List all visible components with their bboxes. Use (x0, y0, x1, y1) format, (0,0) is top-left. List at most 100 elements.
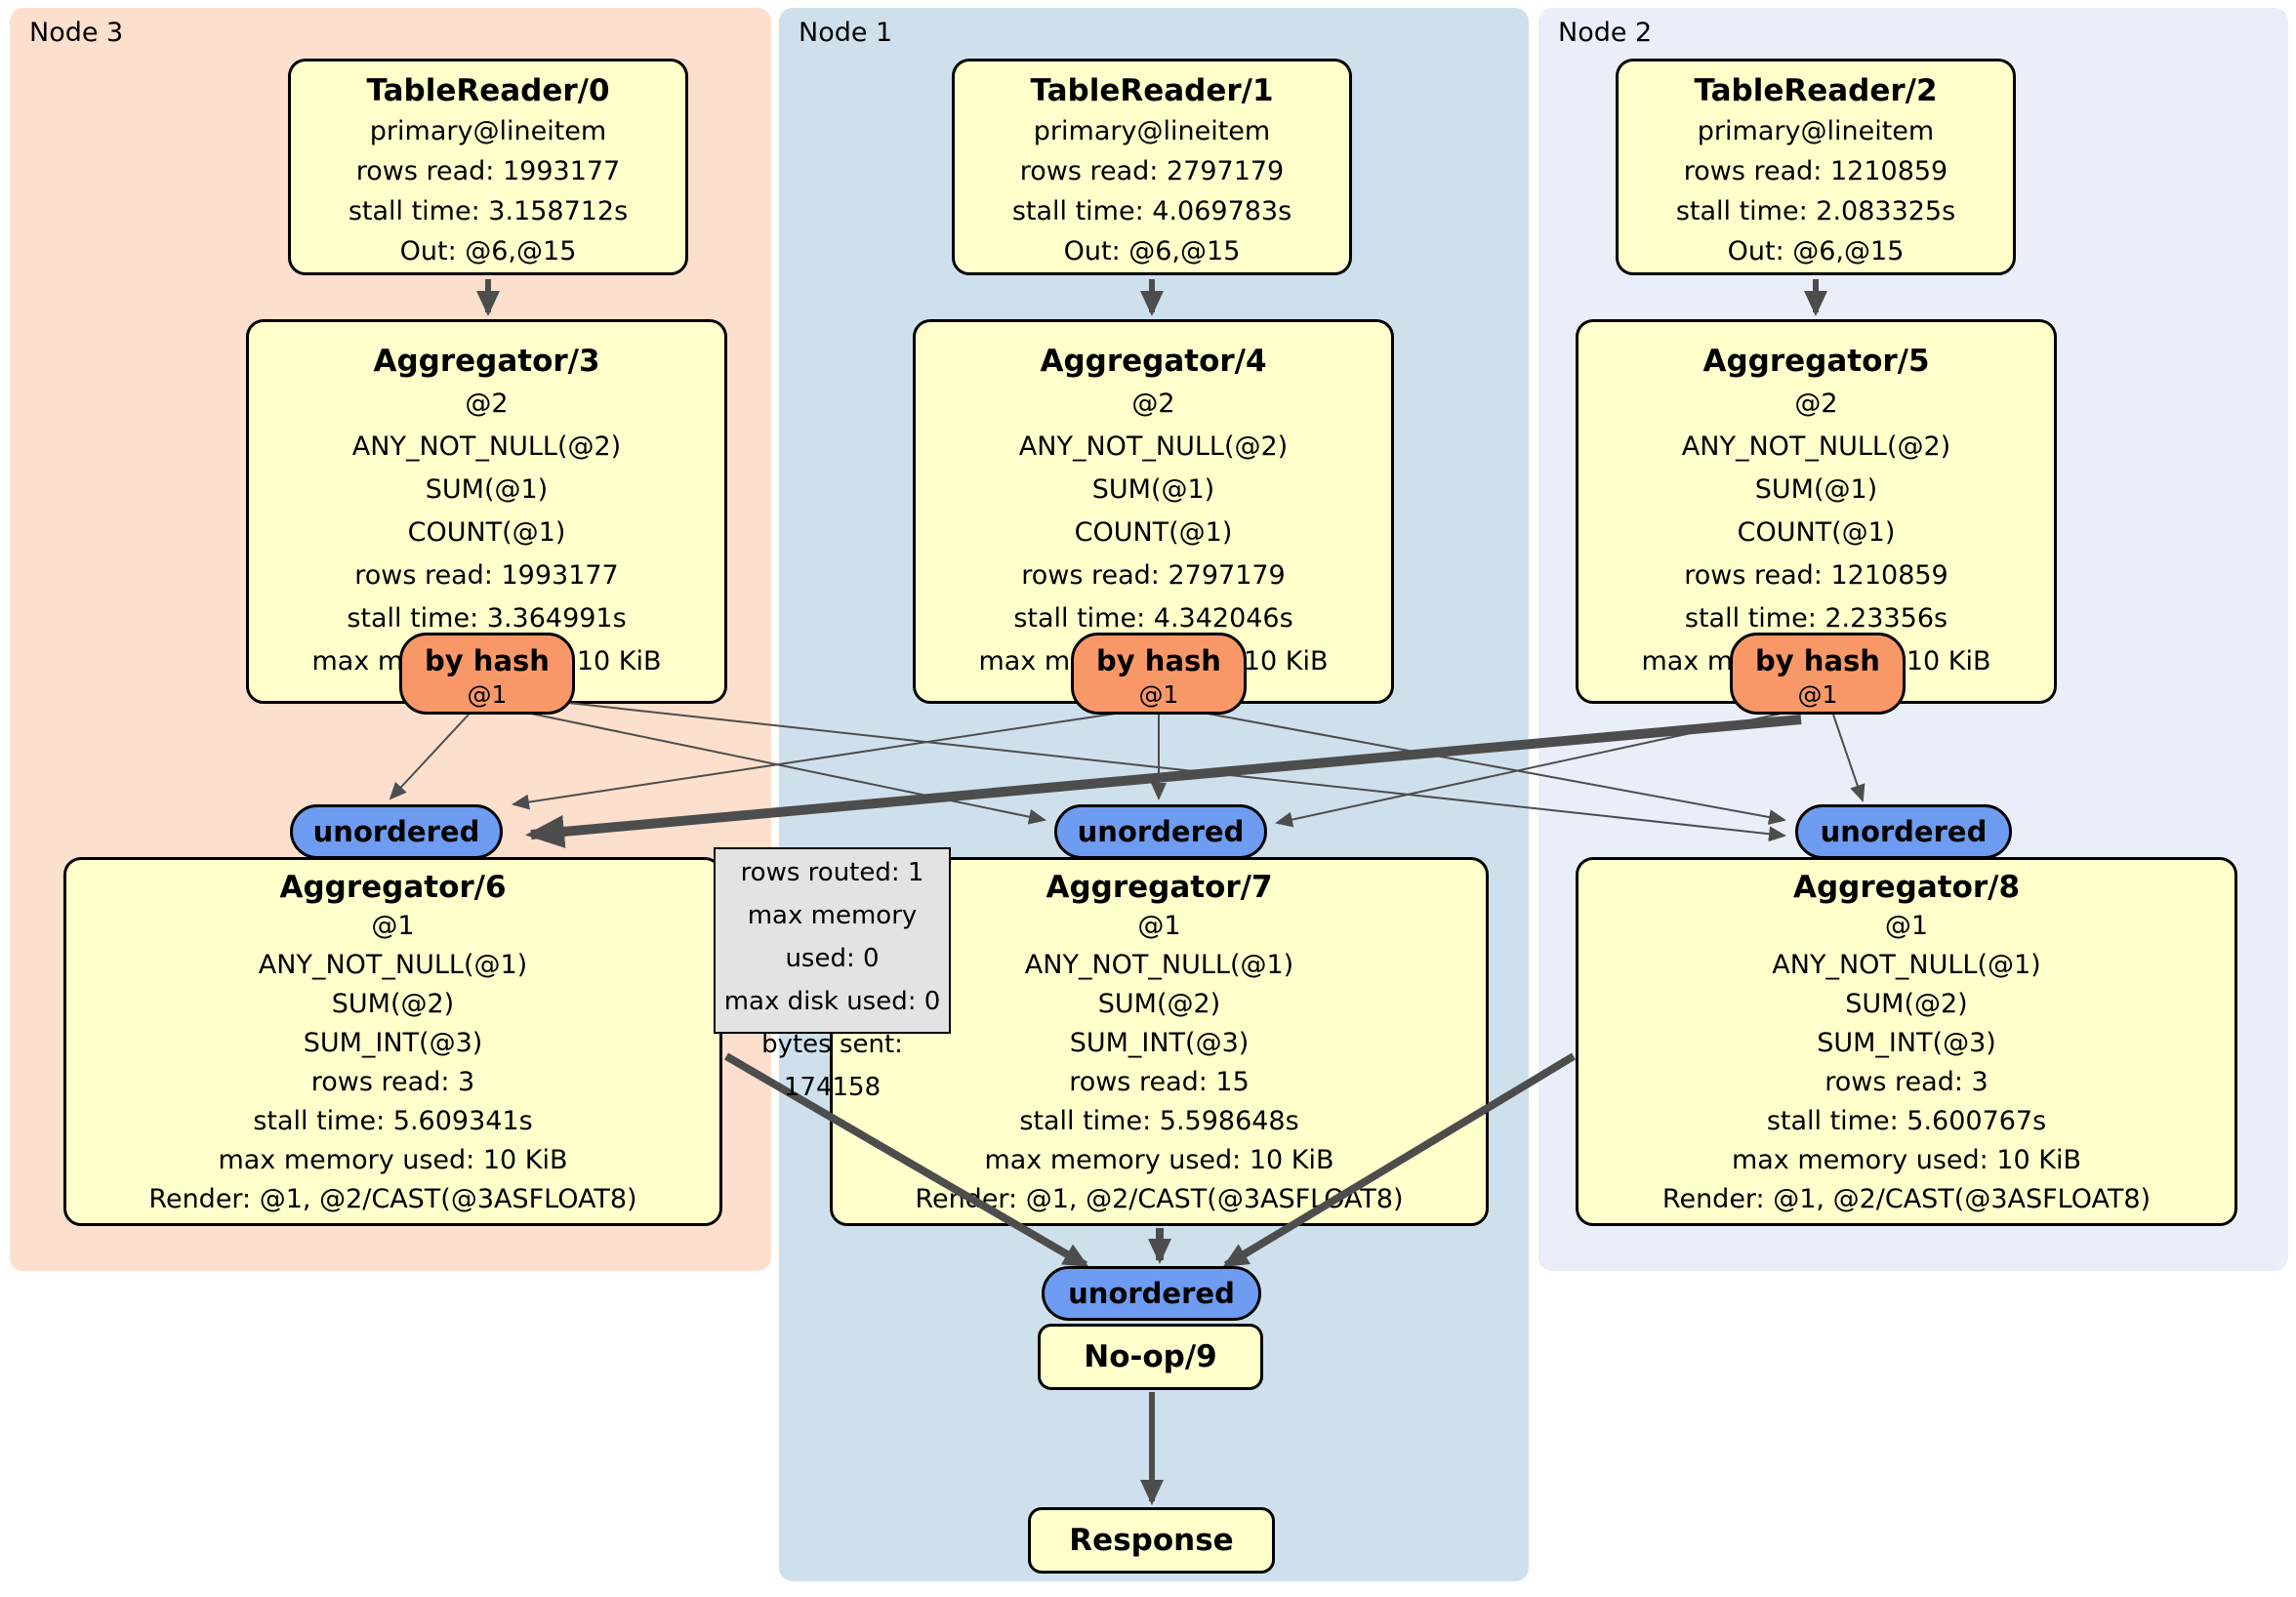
stream-label: unordered (1820, 815, 1988, 848)
router-label: by hash (1096, 644, 1221, 677)
processor-rows-read: rows read: 2797179 (1019, 156, 1285, 186)
processor-aggregator-6[interactable]: Aggregator/6 @1 ANY_NOT_NULL(@1) SUM(@2)… (63, 857, 722, 1226)
processor-agg-fn: COUNT(@1) (1074, 517, 1233, 548)
router-key: @1 (1797, 680, 1838, 709)
processor-agg-fn: SUM(@1) (425, 474, 549, 505)
processor-group-cols: @1 (1884, 911, 1929, 941)
processor-rows-read: rows read: 2797179 (1021, 560, 1286, 591)
processor-title: Aggregator/4 (1040, 344, 1267, 379)
processor-out-columns: Out: @6,@15 (399, 236, 577, 266)
processor-title: Aggregator/6 (279, 870, 507, 905)
processor-group-cols: @1 (371, 911, 415, 941)
processor-agg-fn: SUM(@1) (1754, 474, 1878, 505)
processor-agg-fn: SUM(@2) (1845, 989, 1968, 1019)
processor-tablereader-1[interactable]: TableReader/1 primary@lineitem rows read… (952, 59, 1352, 275)
processor-agg-fn: ANY_NOT_NULL(@2) (1018, 431, 1289, 462)
tooltip-max-memory: max memory used: 0 (747, 901, 918, 973)
processor-stall-time: stall time: 5.600767s (1766, 1106, 2047, 1136)
tooltip-max-disk: max disk used: 0 (723, 987, 941, 1016)
stream-unordered-node2[interactable]: unordered (1795, 804, 2012, 859)
edge-hash3-stream3 (389, 714, 470, 800)
stream-label: unordered (1068, 1277, 1235, 1310)
processor-aggregator-8[interactable]: Aggregator/8 @1 ANY_NOT_NULL(@1) SUM(@2)… (1576, 857, 2237, 1226)
processor-rows-read: rows read: 1993177 (354, 560, 619, 591)
router-key: @1 (1138, 680, 1179, 709)
processor-noop-9[interactable]: No-op/9 (1038, 1324, 1263, 1390)
processor-agg-fn: SUM_INT(@3) (1069, 1028, 1250, 1058)
processor-index: primary@lineitem (1033, 116, 1271, 146)
processor-tablereader-2[interactable]: TableReader/2 primary@lineitem rows read… (1616, 59, 2016, 275)
processor-render-expr: Render: @1, @2/CAST(@3ASFLOAT8) (1661, 1184, 2152, 1214)
edge-hash1-stream2 (1180, 708, 1786, 825)
processor-stall-time: stall time: 2.083325s (1675, 196, 1956, 226)
processor-stall-time: stall time: 4.069783s (1011, 196, 1292, 226)
router-by-hash-node3[interactable]: by hash @1 (399, 633, 575, 715)
edge-agg8-noop (1222, 1052, 1577, 1269)
processor-stall-time: stall time: 4.342046s (1013, 603, 1293, 634)
stream-stats-tooltip: rows routed: 1 max memory used: 0 max di… (714, 847, 951, 1102)
router-by-hash-node2[interactable]: by hash @1 (1730, 633, 1906, 715)
stream-unordered-node3[interactable]: unordered (290, 804, 503, 859)
processor-agg-fn: SUM(@2) (331, 989, 455, 1019)
processor-tablereader-0[interactable]: TableReader/0 primary@lineitem rows read… (288, 59, 688, 275)
stream-label: unordered (312, 815, 480, 848)
processor-agg-fn: COUNT(@1) (407, 517, 566, 548)
processor-title: TableReader/0 (366, 73, 610, 108)
processor-agg-fn: ANY_NOT_NULL(@2) (1681, 431, 1951, 462)
processor-agg-fn: COUNT(@1) (1737, 517, 1896, 548)
processor-max-memory: max memory used: 10 KiB (218, 1145, 568, 1175)
processor-stall-time: stall time: 2.23356s (1684, 603, 1948, 634)
processor-out-columns: Out: @6,@15 (1063, 236, 1241, 266)
router-by-hash-node1[interactable]: by hash @1 (1071, 633, 1247, 715)
processor-agg-fn: SUM(@2) (1097, 989, 1221, 1019)
processor-group-cols: @2 (465, 389, 509, 419)
processor-title: Aggregator/5 (1702, 344, 1930, 379)
processor-rows-read: rows read: 1210859 (1684, 560, 1948, 591)
processor-stall-time: stall time: 5.598648s (1019, 1106, 1299, 1136)
processor-title: TableReader/1 (1030, 73, 1274, 108)
processor-title: Aggregator/8 (1792, 870, 2021, 905)
edge-hash2-stream3-hot[interactable] (525, 715, 1802, 848)
node-panel-1-label: Node 1 (799, 18, 893, 48)
processor-index: primary@lineitem (369, 116, 607, 146)
processor-index: primary@lineitem (1697, 116, 1935, 146)
router-label: by hash (425, 644, 550, 677)
processor-title: No-op/9 (1084, 1339, 1217, 1374)
processor-render-expr: Render: @1, @2/CAST(@3ASFLOAT8) (148, 1184, 637, 1214)
tooltip-rows-routed: rows routed: 1 (740, 858, 924, 887)
stream-label: unordered (1077, 815, 1245, 848)
processor-agg-fn: SUM_INT(@3) (303, 1028, 483, 1058)
edge-agg6-noop (723, 1052, 1089, 1269)
processor-agg-fn: SUM(@1) (1091, 474, 1215, 505)
tooltip-bytes-sent: bytes sent: 174158 (761, 1030, 903, 1102)
processor-out-columns: Out: @6,@15 (1727, 236, 1905, 266)
processor-agg-fn: ANY_NOT_NULL(@1) (258, 950, 528, 980)
processor-group-cols: @2 (1794, 389, 1838, 419)
processor-title: TableReader/2 (1694, 73, 1938, 108)
stream-unordered-node1[interactable]: unordered (1054, 804, 1267, 859)
processor-agg-fn: SUM_INT(@3) (1817, 1028, 1996, 1058)
processor-stall-time: stall time: 3.158712s (348, 196, 629, 226)
processor-title: Aggregator/3 (373, 344, 600, 379)
processor-agg-fn: ANY_NOT_NULL(@1) (1772, 950, 2041, 980)
processor-max-memory: max memory used: 10 KiB (1731, 1145, 2082, 1175)
processor-rows-read: rows read: 1993177 (355, 156, 621, 186)
processor-title: Aggregator/7 (1046, 870, 1273, 905)
processor-rows-read: rows read: 3 (310, 1067, 475, 1097)
node-panel-3-label: Node 3 (29, 18, 124, 48)
processor-agg-fn: ANY_NOT_NULL(@2) (351, 431, 622, 462)
processor-agg-fn: ANY_NOT_NULL(@1) (1024, 950, 1294, 980)
response-node[interactable]: Response (1028, 1507, 1275, 1574)
edge-hash1-stream3 (512, 710, 1135, 810)
processor-rows-read: rows read: 15 (1069, 1067, 1250, 1097)
router-key: @1 (467, 680, 508, 709)
processor-stall-time: stall time: 3.364991s (347, 603, 627, 634)
processor-rows-read: rows read: 3 (1824, 1067, 1988, 1097)
stream-unordered-final[interactable]: unordered (1042, 1266, 1261, 1321)
processor-group-cols: @1 (1137, 911, 1181, 941)
edge-hash2-stream2 (1832, 714, 1866, 802)
router-label: by hash (1755, 644, 1880, 677)
node-panel-2-label: Node 2 (1558, 18, 1653, 48)
